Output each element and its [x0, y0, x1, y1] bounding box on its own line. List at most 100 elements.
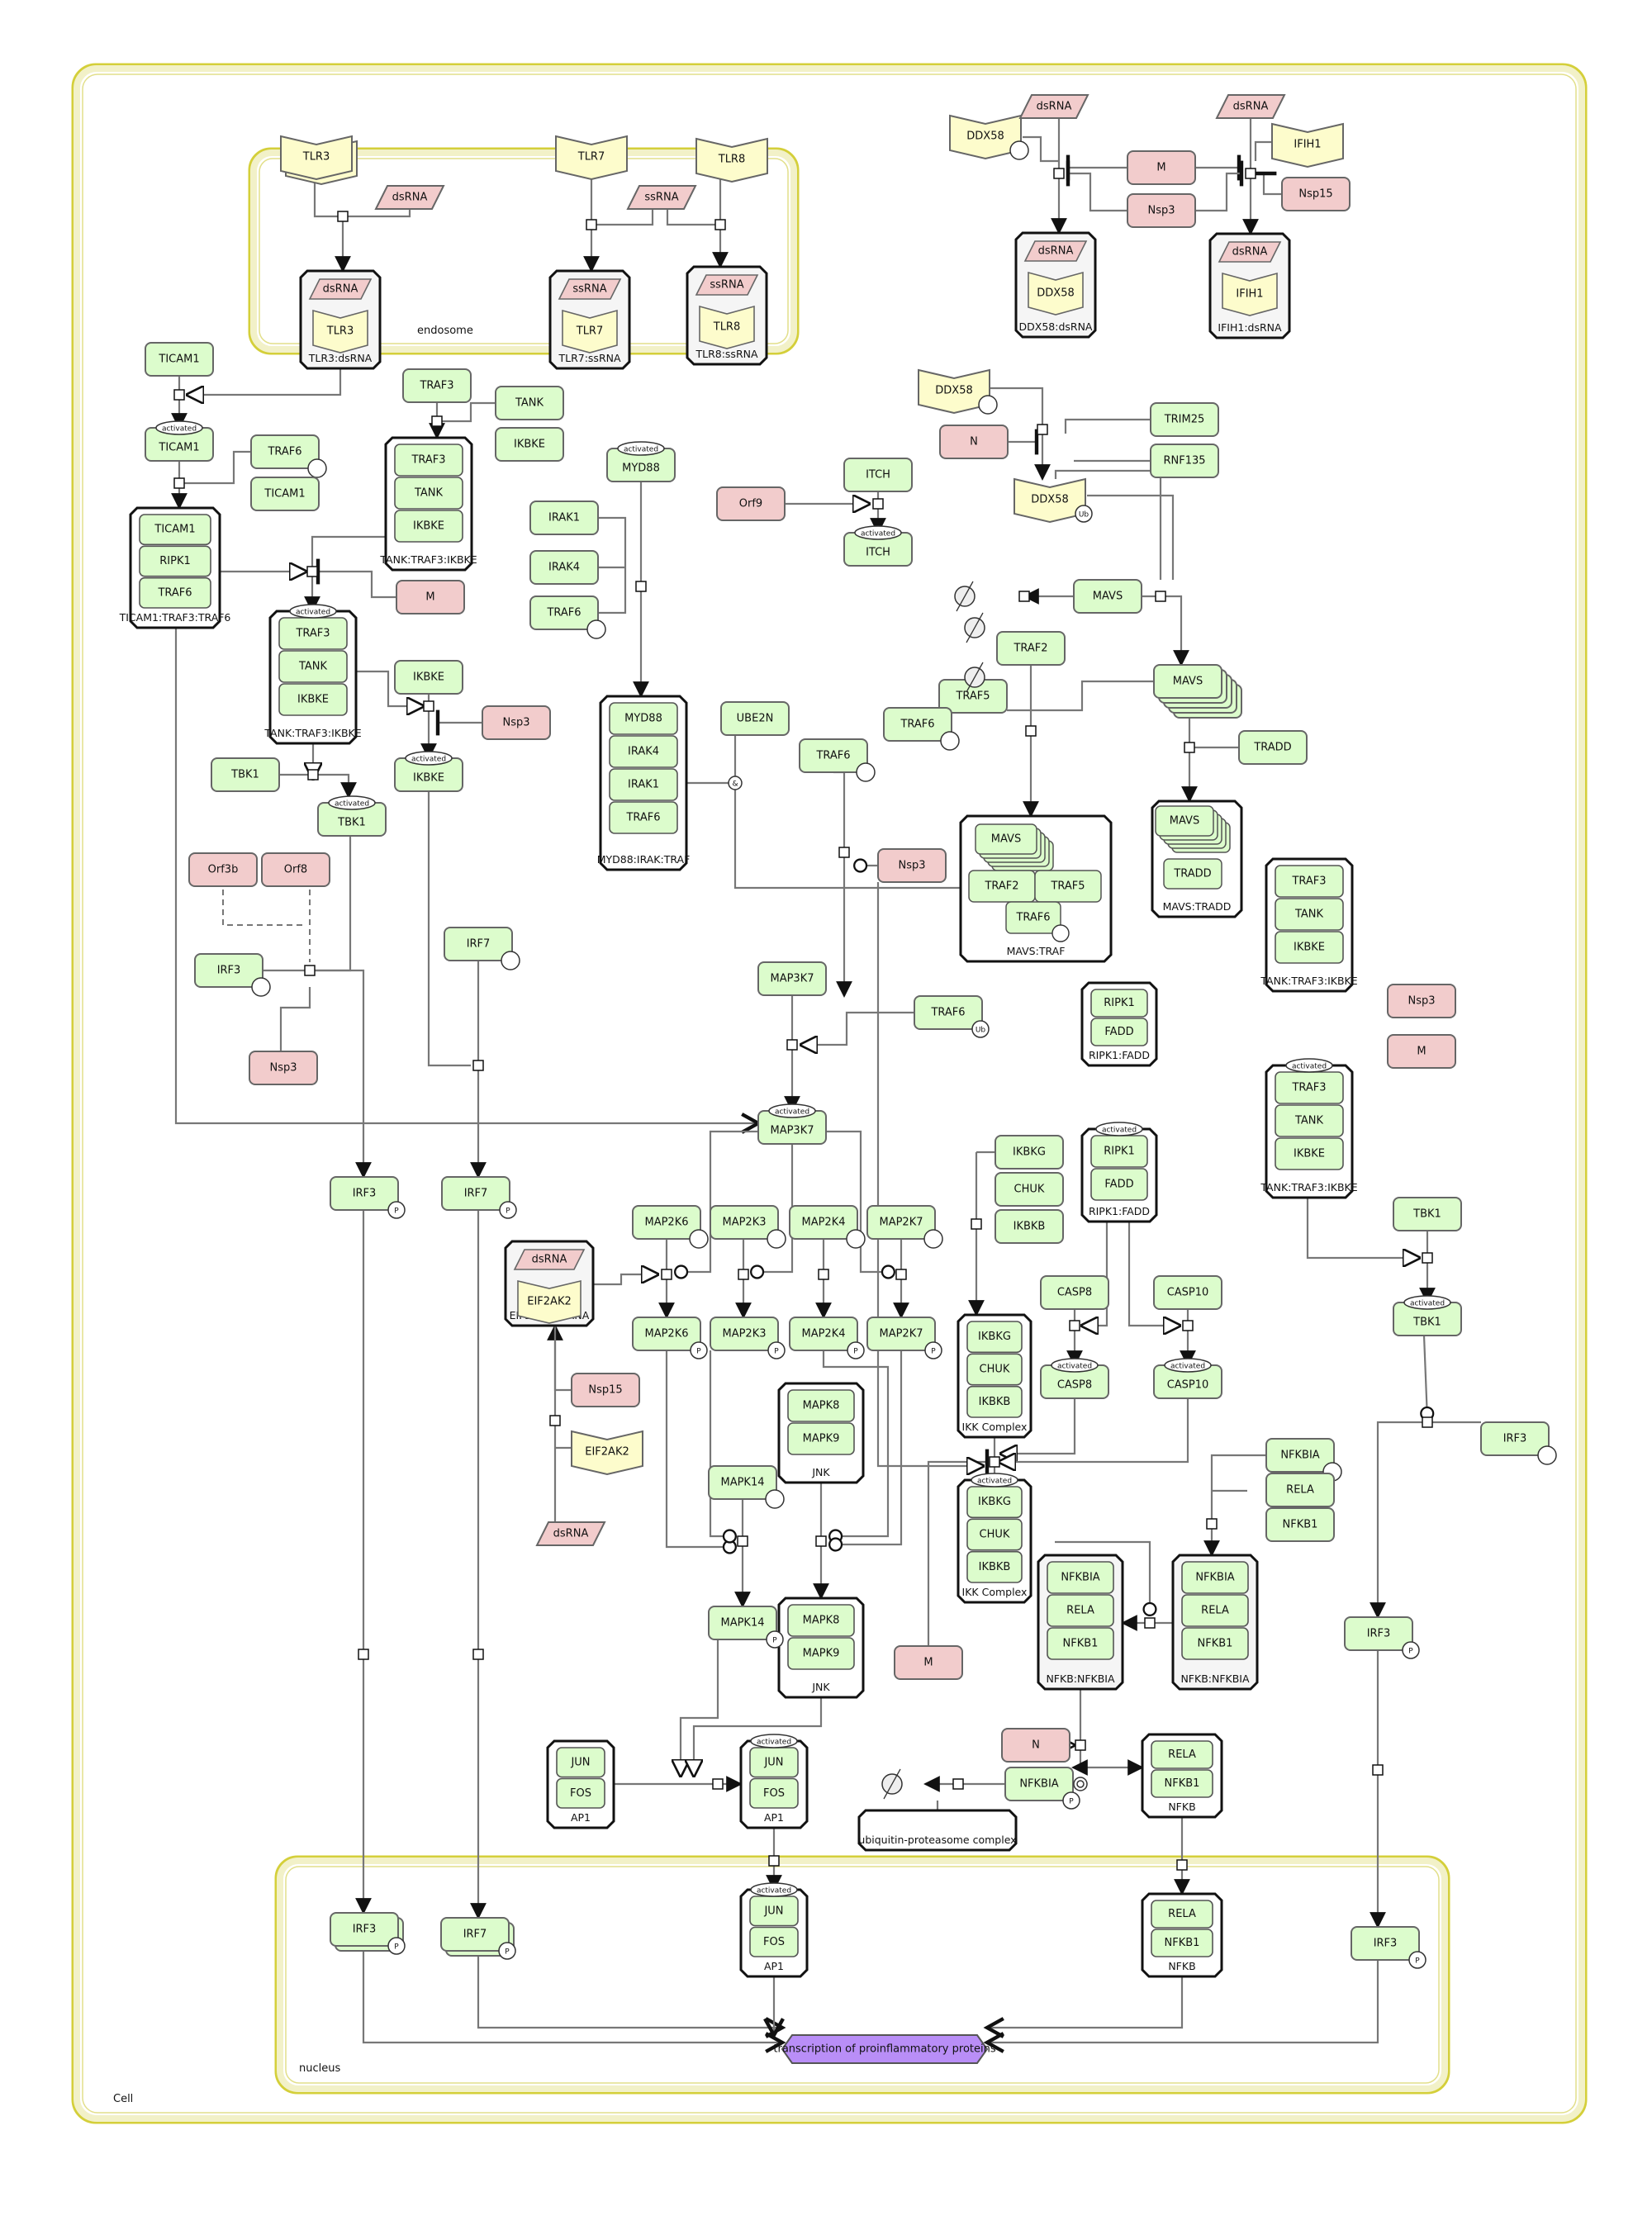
node-traf2[interactable]: TRAF2 — [996, 631, 1066, 666]
node-tlr7[interactable]: TLR7 — [555, 135, 628, 181]
node-traf5[interactable]: TRAF5 — [938, 679, 1008, 714]
node-map2k3[interactable]: MAP2K3 — [710, 1205, 786, 1249]
node-tbk1-b[interactable]: TBK1 — [1393, 1197, 1462, 1231]
node-dsrna-r1[interactable]: dsRNA — [1018, 94, 1089, 119]
node-phenotype[interactable]: transcription of proinflammatory protein… — [773, 2034, 996, 2064]
node-irf3-a[interactable]: IRF3 — [194, 953, 271, 997]
node-ifih1[interactable]: IFIH1 — [1271, 122, 1344, 168]
node-ticam1[interactable]: TICAM1 — [145, 342, 214, 377]
node-mavs-multi[interactable]: MAVS — [1153, 664, 1242, 719]
complex-ubiq[interactable]: ubiquitin-proteasome complex — [857, 1809, 1018, 1852]
node-traf3-a[interactable]: TRAF3 — [402, 368, 472, 403]
node-m-c[interactable]: M — [894, 1645, 963, 1680]
node-ube2n[interactable]: UBE2N — [720, 701, 790, 736]
node-traf6-d[interactable]: TRAF6 — [799, 738, 876, 782]
node-nsp3-top[interactable]: Nsp3 — [1127, 193, 1196, 228]
node-ikbke-b[interactable]: IKBKE — [394, 660, 463, 695]
node-orf3b[interactable]: Orf3b — [188, 852, 258, 887]
node-irak1[interactable]: IRAK1 — [529, 501, 599, 535]
node-traf6-b[interactable]: TRAF6 — [529, 595, 606, 639]
node-map3k7[interactable]: MAP3K7 — [757, 961, 827, 996]
node-map2k4[interactable]: MAP2K4 — [789, 1205, 866, 1249]
node-tlr3[interactable]: TLR3 — [280, 135, 358, 186]
node-tbk1-a[interactable]: TBK1 — [211, 757, 280, 792]
node-dsrna-e[interactable]: dsRNA — [374, 185, 445, 210]
node-ikbke-a[interactable]: IKBKE — [495, 427, 564, 462]
node-nsp3-c[interactable]: Nsp3 — [249, 1051, 318, 1085]
node-irak4[interactable]: IRAK4 — [529, 550, 599, 585]
node-itch[interactable]: ITCH — [843, 458, 913, 492]
node-traf6-a[interactable]: TRAF6 — [250, 434, 327, 478]
node-mapk14[interactable]: MAPK14 — [708, 1465, 785, 1509]
node-ddx58-b[interactable]: DDX58 — [918, 368, 998, 415]
node-m-b[interactable]: M — [1387, 1034, 1456, 1069]
node-map2k7[interactable]: MAP2K7 — [866, 1205, 943, 1249]
node-ddx58-a[interactable]: DDX58 — [949, 114, 1029, 160]
node-ssrna-e[interactable]: ssRNA — [626, 185, 697, 210]
node-tank-a[interactable]: TANK — [495, 386, 564, 420]
node-map2k6[interactable]: MAP2K6 — [632, 1205, 709, 1249]
node-irf7-a[interactable]: IRF7 — [444, 927, 520, 970]
node-trim25[interactable]: TRIM25 — [1150, 402, 1219, 437]
node-nsp15-top[interactable]: Nsp15 — [1281, 177, 1351, 211]
node-eif2ak2[interactable]: EIF2AK2 — [571, 1430, 643, 1476]
node-nsp3-b[interactable]: Nsp3 — [877, 848, 947, 883]
node-casp8[interactable]: CASP8 — [1040, 1275, 1109, 1310]
node-nsp15-b[interactable]: Nsp15 — [571, 1373, 640, 1407]
node-orf9[interactable]: Orf9 — [716, 486, 786, 521]
node-m-top[interactable]: M — [1127, 150, 1196, 185]
node-traf6-c[interactable]: TRAF6 — [883, 707, 960, 751]
node-chuk[interactable]: CHUK — [995, 1172, 1064, 1207]
node-orf8[interactable]: Orf8 — [261, 852, 330, 887]
node-tradd[interactable]: TRADD — [1238, 730, 1308, 765]
node-n-a[interactable]: N — [939, 425, 1009, 459]
node-nsp3-a[interactable]: Nsp3 — [482, 705, 551, 740]
node-ikbkg[interactable]: IKBKG — [995, 1135, 1064, 1170]
node-rela[interactable]: RELA — [1265, 1473, 1335, 1507]
